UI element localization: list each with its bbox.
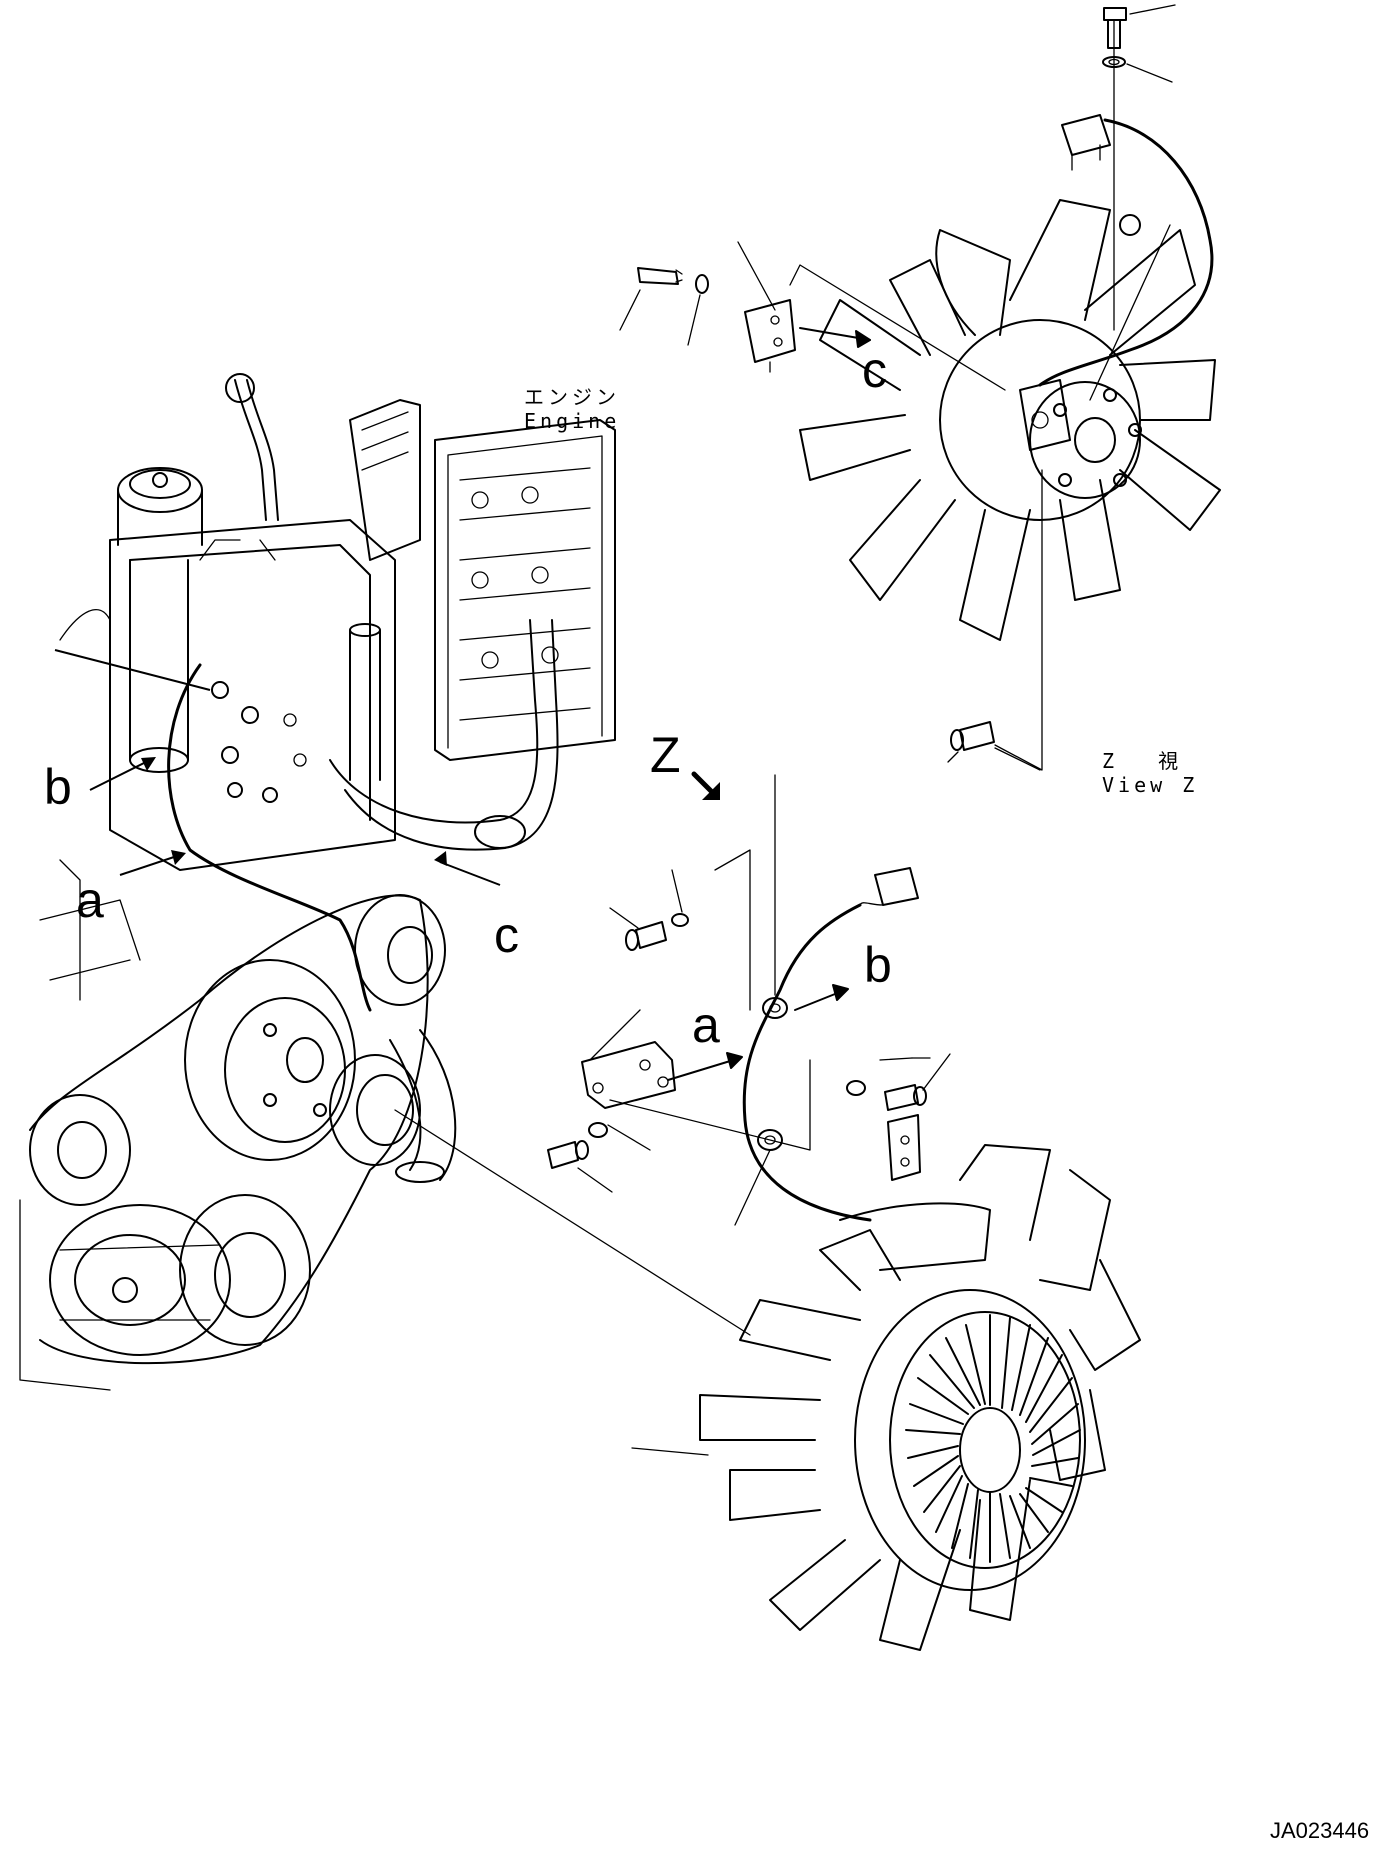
label-c-top: c [862,342,887,398]
label-c-engine: c [494,907,519,963]
label-b-engine: b [44,759,72,815]
engine-assembly [19,373,616,1391]
engine-label-en: Engine [524,409,621,433]
fan-clutch-assembly [631,1144,1141,1651]
sensor-harness-assembly [394,774,951,1336]
drawing-number: JA023446 [1270,1818,1370,1843]
label-z: Z [650,727,681,783]
view-z-label-ja: Z 視 [1102,749,1183,773]
alternator [49,1204,231,1356]
water-pump-pulley [29,1094,131,1206]
view-direction-arrow-icon [691,771,720,800]
idler-pulley [354,894,446,1006]
label-a-exploded: a [692,997,720,1053]
engine-label-ja: エンジン [524,385,620,409]
label-a-engine: a [76,872,104,928]
view-z-label-en: View Z [1102,773,1199,797]
fan-view-z [619,4,1221,771]
lower-pulley [179,1194,311,1346]
label-b-exploded: b [864,937,892,993]
